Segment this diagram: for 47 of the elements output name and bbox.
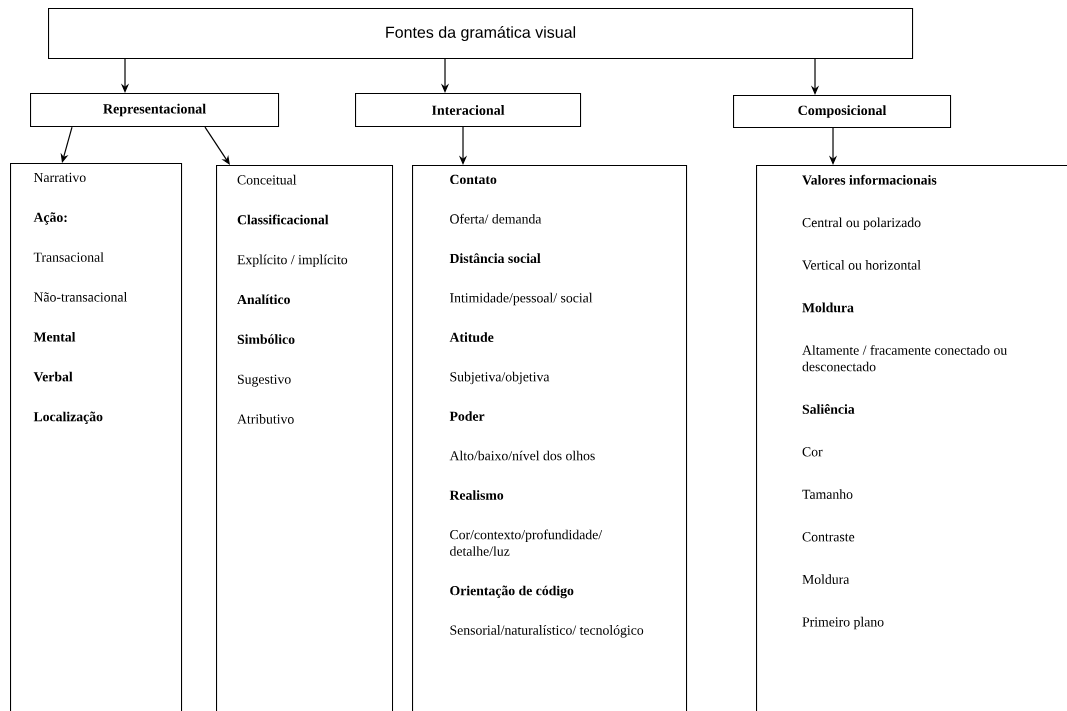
list-item: Conceitual xyxy=(237,174,297,185)
list-item: Sugestivo xyxy=(237,374,291,387)
list-item: Saliência xyxy=(802,404,855,414)
list-box xyxy=(10,163,183,711)
list-item: Não-transacional xyxy=(33,292,128,302)
list-item: Oferta/ demanda xyxy=(450,213,542,224)
list-item: Vertical ou horizontal xyxy=(802,260,921,270)
list-item: Contato xyxy=(450,174,497,185)
list-box xyxy=(756,165,1067,711)
list-item: Poder xyxy=(449,411,485,421)
list-item: Moldura xyxy=(802,302,854,313)
list-item: Distância social xyxy=(449,253,541,263)
list-item: Intimidade/pessoal/ social xyxy=(450,292,593,306)
list-box xyxy=(216,165,394,711)
list-item: Realismo xyxy=(449,490,504,500)
category-box: Representacional xyxy=(30,93,280,128)
list-item: Cor xyxy=(802,447,823,457)
list-item: Valores informacionais xyxy=(802,174,937,185)
list-item: Subjetiva/objetiva xyxy=(450,371,550,385)
list-item: Alto/baixo/nível dos olhos xyxy=(449,450,595,461)
list-item: Classificacional xyxy=(237,214,329,225)
category-box: Composicional xyxy=(733,95,952,129)
list-item: Atributivo xyxy=(237,414,294,424)
arrow xyxy=(60,126,73,163)
list-item: Cor/contexto/profundidade/ detalhe/luz xyxy=(450,529,603,556)
list-item: Localização xyxy=(33,411,103,424)
list-item: Transacional xyxy=(33,252,104,262)
list-item: Atitude xyxy=(449,332,494,342)
list-item: Altamente / fracamente conectado ou desconectado xyxy=(802,345,1007,372)
list-box xyxy=(412,165,688,711)
list-item: Ação: xyxy=(33,212,67,225)
list-item: Verbal xyxy=(33,371,73,382)
list-item: Narrativo xyxy=(33,172,86,183)
category-box: Interacional xyxy=(355,93,582,128)
list-item: Primeiro plano xyxy=(802,616,884,630)
title-box: Fontes da gramática visual xyxy=(48,8,914,60)
list-item: Orientação de código xyxy=(450,585,574,599)
list-item: Contraste xyxy=(802,532,855,542)
list-item: Central ou polarizado xyxy=(802,217,921,230)
list-item: Moldura xyxy=(802,574,850,584)
list-item: Tamanho xyxy=(802,489,853,499)
arrow xyxy=(204,126,230,165)
list-item: Analítico xyxy=(237,294,290,305)
list-item: Explícito / implícito xyxy=(237,254,348,268)
list-item: Sensorial/naturalístico/ tecnológico xyxy=(450,625,644,638)
list-item: Mental xyxy=(33,331,76,342)
list-item: Simbólico xyxy=(237,334,295,344)
